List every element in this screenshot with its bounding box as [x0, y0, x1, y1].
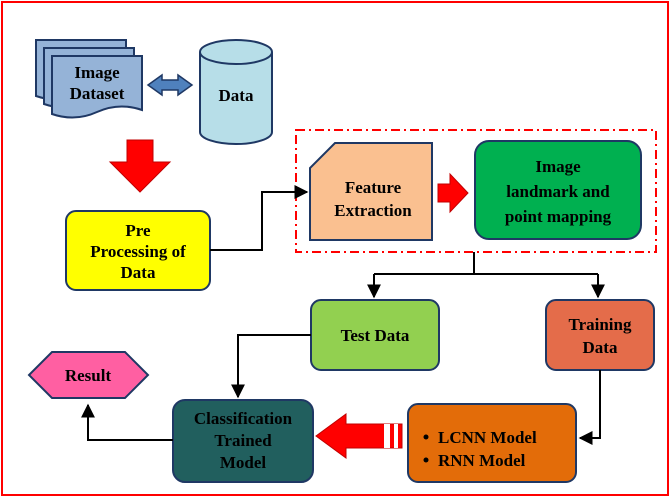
data-store-node: Data — [199, 39, 273, 145]
landmark-line-1: Image — [535, 157, 581, 176]
models-node: LCNN Model RNN Model — [407, 403, 577, 483]
model-item-2: RNN Model — [438, 451, 526, 470]
classification-line-1: Classification — [194, 409, 293, 428]
training-data-line-2: Data — [583, 338, 618, 357]
red-arrow-stripe-2 — [394, 424, 398, 448]
result-label: Result — [65, 366, 112, 385]
training-data-line-1: Training — [569, 315, 632, 334]
image-dataset-line-1: Image — [74, 63, 120, 82]
classification-node: Classification Trained Model — [172, 399, 314, 483]
red-down-arrow — [108, 139, 172, 193]
feature-extraction-line-1: Feature — [345, 178, 402, 197]
connector-classification-to-result — [81, 403, 173, 441]
training-data-node: Training Data — [545, 299, 655, 371]
pre-processing-line-1: Pre — [125, 221, 151, 240]
result-node: Result — [27, 351, 150, 399]
classification-line-3: Model — [220, 453, 267, 472]
data-store-label: Data — [219, 86, 254, 105]
classification-line-2: Trained — [214, 431, 272, 450]
test-data-node: Test Data — [310, 299, 440, 371]
red-right-arrow-small — [437, 172, 469, 214]
landmark-line-3: point mapping — [505, 207, 612, 226]
landmark-line-2: landmark and — [506, 182, 610, 201]
bullet-icon — [423, 457, 429, 463]
connector-test-to-classification — [231, 334, 311, 399]
pre-processing-node: Pre Processing of Data — [65, 210, 211, 291]
landmark-mapping-node: Image landmark and point mapping — [474, 140, 642, 240]
connector-pre-to-feature — [210, 185, 309, 251]
test-data-label: Test Data — [341, 326, 410, 345]
image-dataset-line-2: Dataset — [70, 84, 125, 103]
image-dataset-node: Image Dataset — [35, 39, 143, 119]
feature-extraction-line-2: Extraction — [334, 201, 412, 220]
feature-group-border — [295, 129, 657, 253]
pre-processing-line-3: Data — [121, 263, 156, 282]
connector-training-to-models — [578, 370, 601, 445]
double-arrow — [146, 73, 194, 97]
red-arrow-stripe-1 — [384, 424, 390, 448]
feature-extraction-node: Feature Extraction — [309, 142, 433, 241]
red-left-arrow — [315, 413, 403, 459]
model-item-1: LCNN Model — [438, 428, 537, 447]
bullet-icon — [423, 434, 429, 440]
pre-processing-line-2: Processing of — [90, 242, 186, 261]
connector-group-to-split — [374, 252, 598, 275]
